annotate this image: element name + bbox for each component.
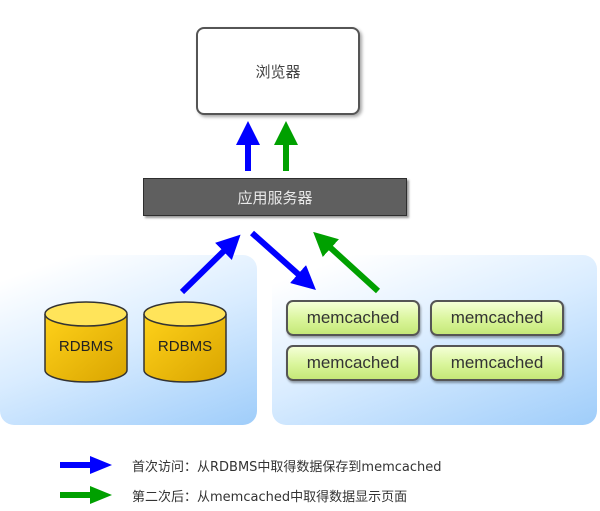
memcached-label: memcached [450, 353, 544, 372]
browser-label: 浏览器 [255, 62, 301, 81]
memcached-node: memcached [430, 300, 564, 336]
memcached-label: memcached [306, 353, 400, 372]
app-server-label: 应用服务器 [237, 188, 313, 207]
memcached-node: memcached [286, 300, 420, 336]
rdbms-database: RDBMS [142, 300, 228, 384]
rdbms-label: RDBMS [157, 338, 213, 355]
legend-text: 第二次后：从memcached中取得数据显示页面 [132, 489, 408, 505]
memcached-label: memcached [306, 308, 400, 327]
memcached-node: memcached [430, 345, 564, 381]
rdbms-panel: RDBMS RDBMS [0, 255, 257, 425]
legend-text: 首次访问：从RDBMS中取得数据保存到memcached [132, 459, 442, 475]
browser-node: 浏览器 [196, 27, 360, 115]
memcached-label: memcached [450, 308, 544, 327]
rdbms-label: RDBMS [58, 338, 114, 355]
database-icon [44, 301, 128, 383]
legend-item-first-access: 首次访问：从RDBMS中取得数据保存到memcached [60, 455, 442, 475]
app-server-node: 应用服务器 [143, 178, 407, 216]
blue-arrow-icon [60, 456, 112, 474]
legend-item-second-access: 第二次后：从memcached中取得数据显示页面 [60, 485, 407, 505]
memcached-node: memcached [286, 345, 420, 381]
rdbms-database: RDBMS [43, 300, 129, 384]
database-icon [143, 301, 227, 383]
memcached-panel: memcached memcached memcached memcached [272, 255, 597, 425]
green-arrow-icon [60, 486, 112, 504]
